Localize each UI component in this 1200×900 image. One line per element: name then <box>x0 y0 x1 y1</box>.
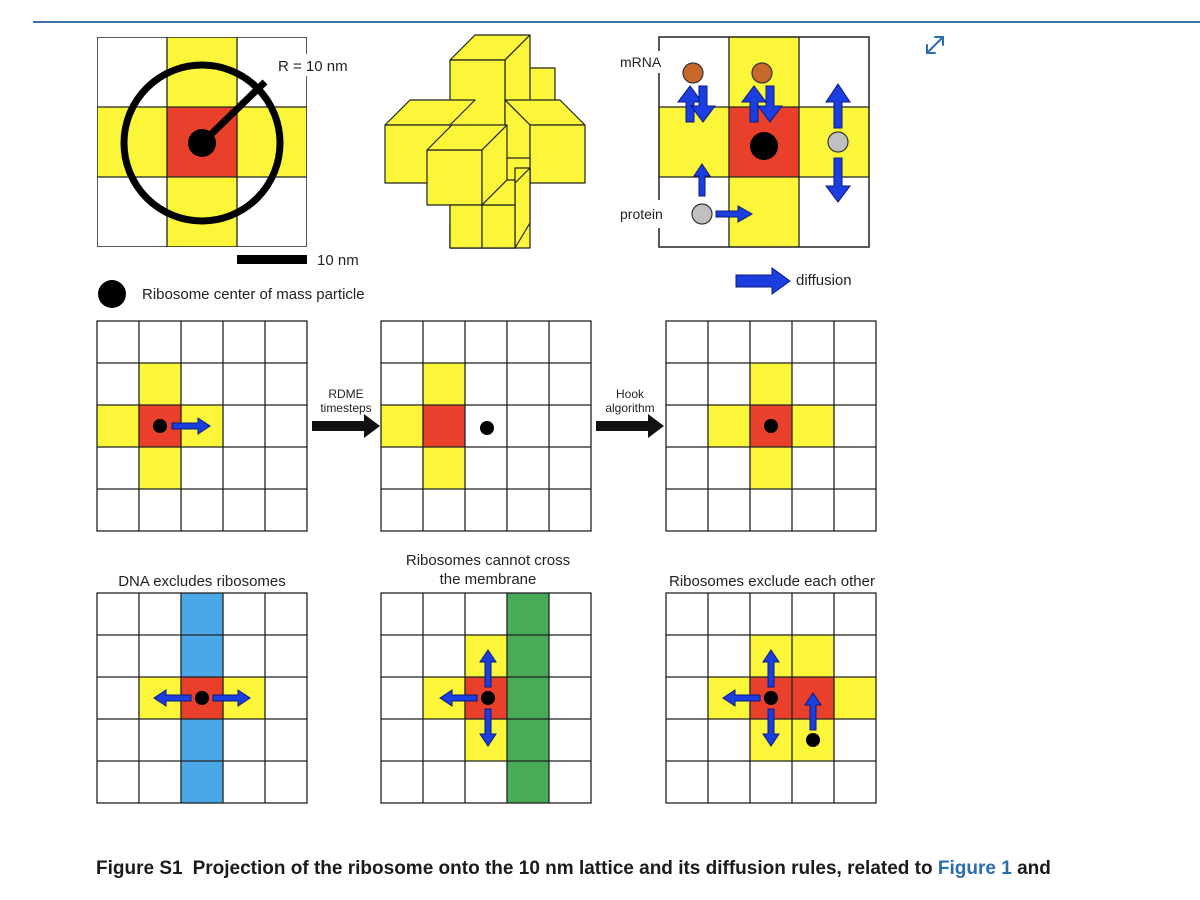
ribosome-particle <box>764 419 778 433</box>
panel-a-lattice: R = 10 nm 10 nm <box>97 37 359 269</box>
exclude-rule-title: Ribosomes exclude each other <box>669 573 875 590</box>
panel-d-hook-sequence: RDME timesteps Hook algorithm <box>96 320 877 532</box>
lattice-after-rdme <box>380 320 592 532</box>
rdme-step-arrow <box>312 414 380 438</box>
protein-particles <box>691 131 849 225</box>
ribosome-center-dot <box>188 129 216 157</box>
ribosome-radius-circle <box>120 61 284 225</box>
top-divider <box>33 21 1200 23</box>
lattice-membrane <box>380 592 592 804</box>
membrane-rule-title-line2: the membrane <box>440 571 537 588</box>
mrna-label: mRNA <box>620 54 662 70</box>
caption-text-fragment: and <box>1017 858 1051 879</box>
caption-figure-label: Figure S1 <box>96 858 183 879</box>
ribosome-particle <box>480 421 494 435</box>
radius-label: R = 10 nm <box>278 58 348 75</box>
lattice-dna <box>96 592 308 804</box>
figure-1-link[interactable]: Figure 1 <box>937 858 1012 879</box>
panel-b-3d-cross <box>384 34 586 249</box>
panel-c-frame <box>658 36 870 248</box>
membrane-strip <box>507 593 549 803</box>
rdme-label-line2: timesteps <box>320 401 371 415</box>
mrna-particles <box>682 62 773 84</box>
figure-s1-diagram: R = 10 nm 10 nm Ribosome center of mass … <box>96 34 877 804</box>
figure-caption: Figure S1 Projection of the ribosome onto… <box>96 858 1051 880</box>
lattice-after-hook <box>665 320 877 532</box>
diffusion-legend-label: diffusion <box>796 272 852 289</box>
protein-label: protein <box>620 206 663 222</box>
hook-label-line1: Hook <box>616 387 645 401</box>
hook-step-arrow <box>596 414 664 438</box>
caption-text: Projection of the ribosome onto the 10 n… <box>192 858 933 879</box>
ribosome-legend-dot <box>98 280 126 308</box>
ribosome-particle <box>806 733 820 747</box>
ribosome-particle <box>153 419 167 433</box>
ribosome-particle <box>764 691 778 705</box>
rdme-label-line1: RDME <box>328 387 363 401</box>
ribosome-legend: Ribosome center of mass particle <box>98 280 365 308</box>
panel-c-arrows <box>677 83 851 223</box>
panel-e-exclusion-rules: DNA excludes ribosomes Ribosomes cannot … <box>96 552 877 804</box>
move-arrow <box>171 417 211 435</box>
hook-label-line2: algorithm <box>605 401 654 415</box>
dna-rule-title: DNA excludes ribosomes <box>118 573 286 590</box>
panel-c-diffusion: mRNA protein diffusion <box>612 36 870 295</box>
lattice-before-rdme <box>96 320 308 532</box>
expand-icon <box>926 36 944 54</box>
ribosome-particle <box>195 691 209 705</box>
scale-bar <box>237 255 307 264</box>
radius-line <box>199 79 268 146</box>
ribosome-particle <box>750 132 778 160</box>
expand-button[interactable] <box>920 30 950 60</box>
ribosome-particle <box>481 691 495 705</box>
lattice-ribosome-exclusion <box>665 592 877 804</box>
ribosome-legend-label: Ribosome center of mass particle <box>142 286 365 303</box>
scale-bar-label: 10 nm <box>317 252 359 269</box>
membrane-rule-title-line1: Ribosomes cannot cross <box>406 552 570 569</box>
diffusion-legend-arrow <box>735 267 791 295</box>
